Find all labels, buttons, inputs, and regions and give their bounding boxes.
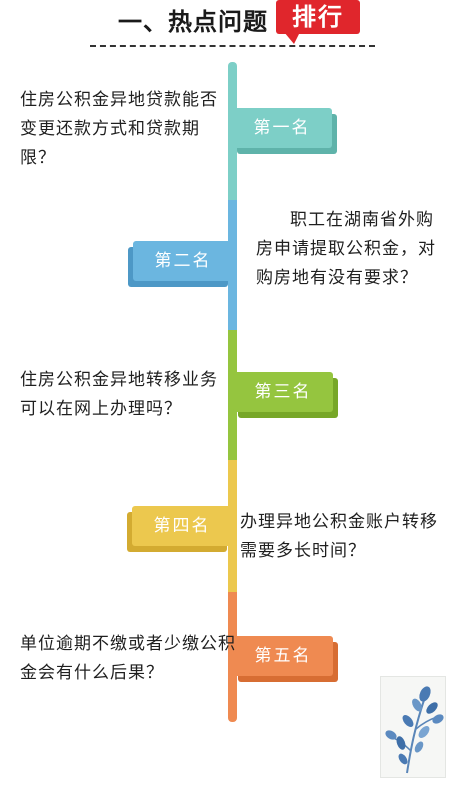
rank-label-5: 第五名 bbox=[233, 636, 338, 682]
ranking-badge: 排行 bbox=[276, 0, 360, 34]
rank-label-2: 第二名 bbox=[128, 241, 233, 287]
plant-illustration-icon bbox=[380, 676, 446, 778]
timeline-segment-3 bbox=[228, 330, 237, 460]
question-5: 单位逾期不缴或者少缴公积金会有什么后果？ bbox=[20, 634, 236, 683]
question-4: 办理异地公积金账户转移需要多长时间？ bbox=[240, 512, 438, 561]
question-1: 住房公积金异地贷款能否变更还款方式和贷款期限？ bbox=[20, 90, 218, 168]
question-3: 住房公积金异地转移业务可以在网上办理吗？ bbox=[20, 370, 218, 419]
dashed-divider bbox=[90, 45, 375, 47]
rank-label-3: 第三名 bbox=[233, 372, 338, 418]
question-2: 职工在湖南省外购房申请提取公积金，对购房地有没有要求？ bbox=[256, 210, 436, 288]
rank-label-4: 第四名 bbox=[127, 506, 232, 552]
timeline-segment-5 bbox=[228, 592, 237, 722]
section-title: 一、热点问题 bbox=[118, 8, 268, 36]
header: 一、热点问题 排行 bbox=[0, 0, 465, 60]
badge-tail bbox=[284, 32, 300, 44]
timeline-segment-4 bbox=[228, 460, 237, 592]
rank-label-1: 第一名 bbox=[232, 108, 337, 154]
